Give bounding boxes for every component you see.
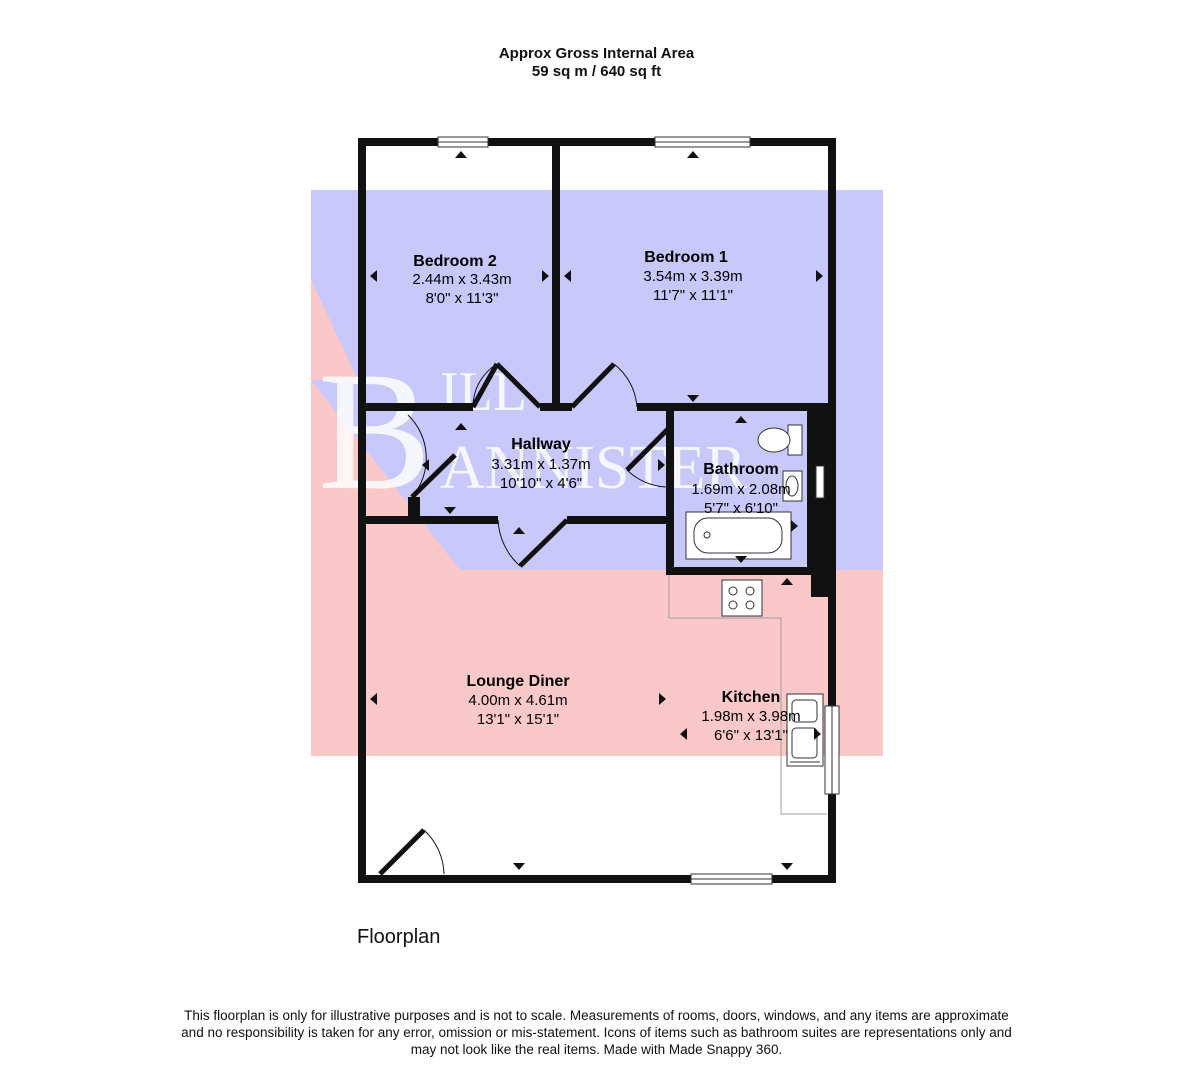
room-imperial: 6'6" x 13'1"	[714, 727, 788, 744]
door-bedroom1	[570, 362, 616, 409]
disclaimer: This floorplan is only for illustrative …	[140, 1007, 1053, 1058]
door-entrance	[378, 828, 426, 876]
disclaimer-line: This floorplan is only for illustrative …	[184, 1008, 1009, 1023]
room-metric: 2.44m x 3.43m	[412, 271, 511, 288]
room-name: Bedroom 2	[413, 253, 497, 270]
watermark-text-bottom: ANNISTER	[440, 434, 747, 502]
room-label-lounge: Lounge Diner 4.00m x 4.61m 13'1" x 15'1"	[466, 673, 569, 728]
watermark-left-triangle	[311, 280, 358, 380]
hob-icon	[721, 579, 763, 617]
room-imperial: 10'10" x 4'6"	[500, 475, 582, 492]
disclaimer-line: and no responsibility is taken for any e…	[181, 1025, 1012, 1040]
room-metric: 1.98m x 3.98m	[701, 708, 800, 725]
door-hallway-left	[410, 453, 457, 499]
room-imperial: 8'0" x 11'3"	[426, 290, 499, 307]
disclaimer-line: may not look like the real items. Made w…	[410, 1042, 783, 1057]
watermark-blue-band	[311, 190, 883, 380]
door-bedroom2	[470, 362, 500, 409]
door-bathroom	[625, 425, 672, 472]
area-size: 59 sq m / 640 sq ft	[531, 63, 662, 80]
floor-label: Floorplan	[357, 926, 441, 948]
room-label-kitchen: Kitchen 1.98m x 3.98m 6'6" x 13'1"	[701, 689, 800, 744]
room-name: Kitchen	[722, 689, 781, 706]
area-title: Approx Gross Internal Area	[498, 45, 695, 62]
windows	[437, 136, 840, 885]
room-name: Bedroom 1	[644, 249, 728, 266]
room-metric: 4.00m x 4.61m	[468, 692, 567, 709]
room-label-hallway: Hallway 3.31m x 1.37m 10'10" x 4'6"	[491, 436, 590, 492]
sink-icon	[786, 693, 824, 767]
door-hallway-top-left	[495, 362, 542, 409]
basin-icon	[782, 470, 803, 502]
room-label-bedroom2: Bedroom 2 2.44m x 3.43m 8'0" x 11'3"	[412, 253, 511, 307]
room-name: Hallway	[511, 436, 571, 453]
room-label-bathroom: Bathroom 1.69m x 2.08m 5'7" x 6'10"	[691, 461, 790, 517]
room-name: Bathroom	[703, 461, 779, 478]
dimension-arrows	[370, 151, 823, 870]
door-hallway-bottom	[518, 518, 569, 568]
room-imperial: 13'1" x 15'1"	[477, 711, 559, 728]
room-metric: 3.54m x 3.39m	[643, 268, 742, 285]
window-bathroom	[815, 465, 825, 499]
room-metric: 1.69m x 2.08m	[691, 481, 790, 498]
kitchen-worktop	[668, 575, 827, 815]
bath-icon	[685, 511, 792, 560]
doors	[378, 362, 672, 876]
room-label-bedroom1: Bedroom 1 3.54m x 3.39m 11'7" x 11'1"	[643, 249, 742, 304]
room-name: Lounge Diner	[466, 673, 569, 690]
room-imperial: 5'7" x 6'10"	[704, 500, 778, 517]
room-imperial: 11'7" x 11'1"	[653, 287, 733, 304]
area-header: Approx Gross Internal Area 59 sq m / 640…	[0, 45, 1193, 81]
toilet-icon	[757, 424, 803, 456]
room-metric: 3.31m x 1.37m	[491, 456, 590, 473]
